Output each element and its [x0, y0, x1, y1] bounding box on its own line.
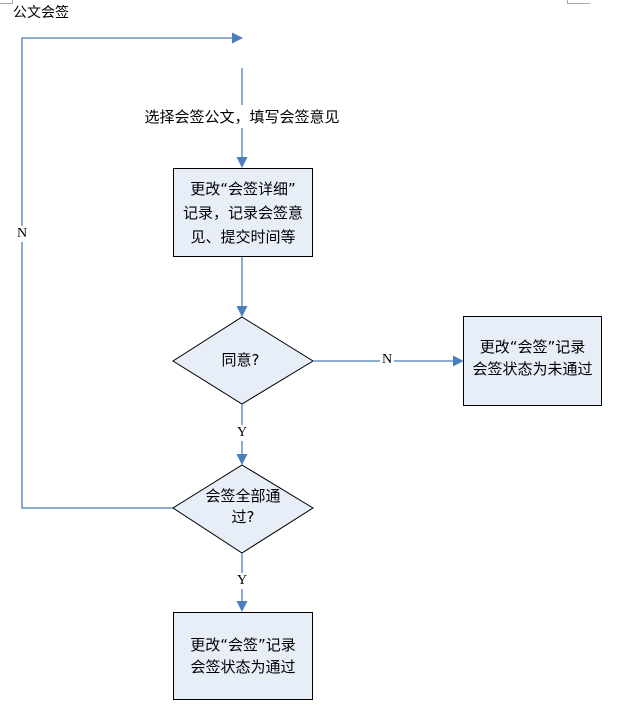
reject-record-box — [463, 316, 602, 406]
entry-arrowhead — [236, 157, 248, 168]
all-passed-decision-line: 过? — [231, 508, 255, 526]
agree-decision-text: 同意? — [173, 317, 308, 403]
arrowhead-all-passed-yes — [236, 601, 248, 612]
reject-record-line: 更改“会签”记录 — [479, 338, 586, 356]
loop-back-arrowhead — [232, 32, 243, 44]
entry-label: 选择会签公文，填写会签意见 — [144, 108, 340, 126]
margin-corner-mark-left — [0, 0, 13, 4]
margin-corner-mark-right — [567, 0, 590, 4]
arrowhead-agree-yes — [236, 454, 248, 465]
reject-record-line: 会签状态为未通过 — [472, 360, 593, 378]
pass-record-box — [173, 612, 313, 700]
edge-label-agree-yes: Y — [235, 425, 249, 441]
update-detail-line: 见、提交时间等 — [190, 228, 296, 246]
pass-record-text: 更改“会签”记录 会签状态为通过 — [173, 612, 313, 700]
all-passed-decision-line: 会签全部通 — [205, 487, 281, 505]
pass-record-line: 更改“会签”记录 — [190, 636, 296, 654]
pass-record-line: 会签状态为通过 — [190, 658, 296, 676]
loop-back-connector — [21, 37, 233, 509]
update-detail-line: 记录，记录会签意 — [182, 204, 303, 222]
arrowhead-detail-to-agree — [236, 306, 248, 317]
edge-label-agree-no: N — [380, 352, 394, 368]
update-detail-box — [173, 168, 313, 257]
reject-record-text: 更改“会签”记录 会签状态为未通过 — [463, 316, 602, 400]
update-detail-text: 更改“会签详细” 记录，记录会签意 见、提交时间等 — [173, 168, 313, 258]
agree-decision-line: 同意? — [221, 351, 260, 369]
arrowhead-agree-no — [453, 355, 464, 367]
edge-label-all-passed-yes: Y — [235, 573, 249, 589]
all-passed-decision-text: 会签全部通 过? — [173, 465, 313, 549]
update-detail-line: 更改“会签详细” — [190, 180, 296, 198]
edge-label-all-passed-no: N — [15, 226, 29, 242]
document-title: 公文会签 — [13, 5, 69, 21]
